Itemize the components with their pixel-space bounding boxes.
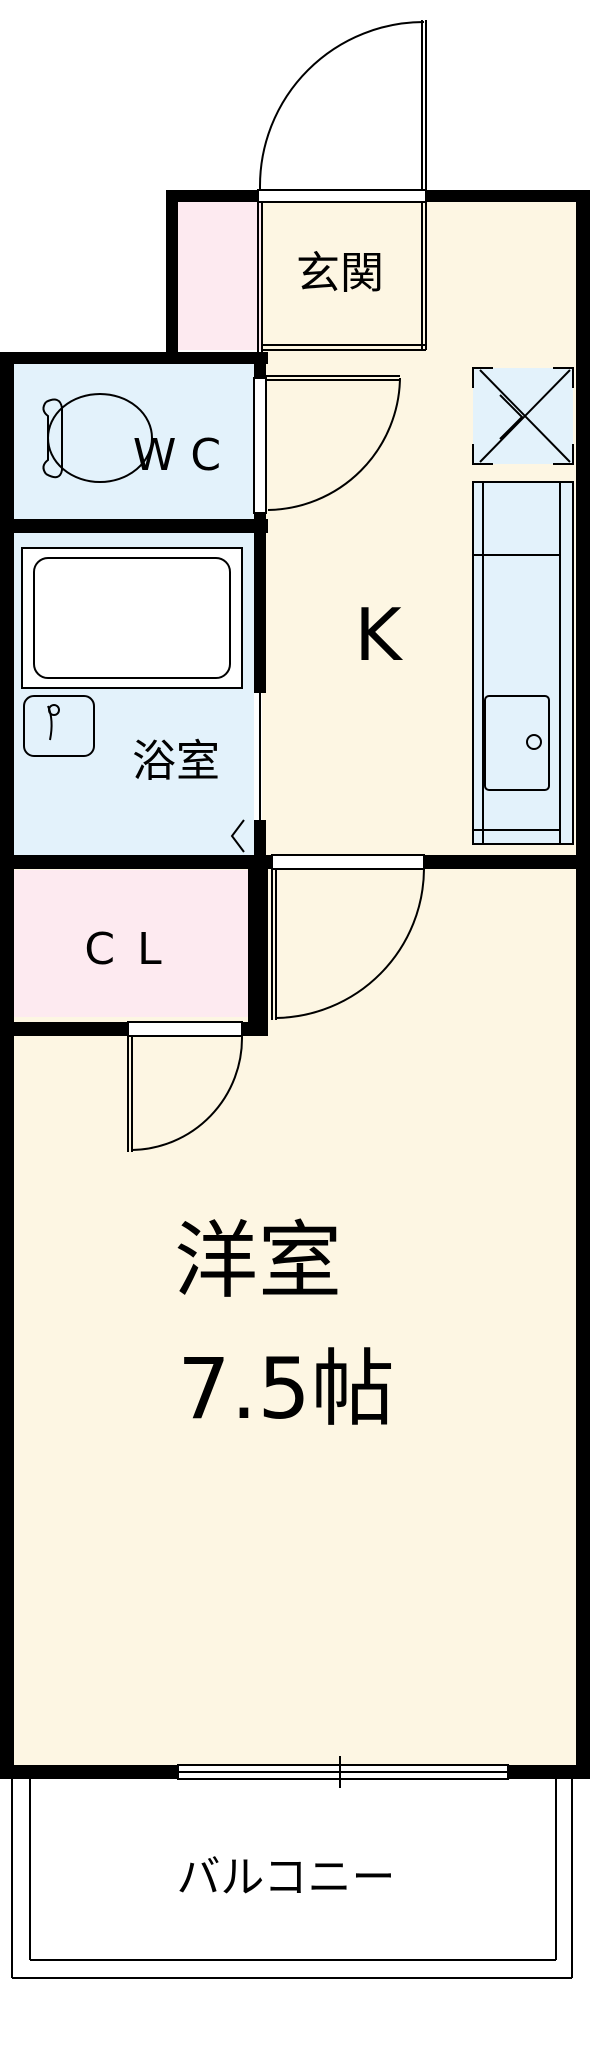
entrance <box>257 20 427 352</box>
closet-door <box>127 1021 244 1152</box>
wall-bath-right <box>254 533 266 693</box>
washbasin-icon <box>23 695 95 757</box>
wall-bottom-left <box>0 1765 178 1779</box>
kitchen-counter <box>472 481 574 845</box>
refrigerator-space-icon <box>472 367 574 465</box>
bath <box>21 547 261 853</box>
wall-closet-bottom <box>0 1022 128 1036</box>
wall-mid <box>0 855 272 869</box>
wall-bottom-right <box>508 1765 590 1779</box>
label-balcony: バルコニー <box>176 1852 395 1903</box>
walls <box>0 190 590 1779</box>
wc <box>42 375 401 514</box>
toilet-icon <box>42 393 153 483</box>
room-door-swing <box>275 868 425 1019</box>
label-western-room: 洋室 <box>174 1212 342 1310</box>
wall-mid-right <box>422 855 580 869</box>
bathtub-icon <box>21 547 243 689</box>
label-bath: 浴室 <box>132 736 220 787</box>
wall-closet-right <box>248 860 268 1035</box>
entrance-door-frame <box>257 189 427 203</box>
kitchen-sink-icon <box>484 695 550 791</box>
label-wc: WC <box>133 430 235 481</box>
wall-closet-bottom-right <box>242 1022 268 1036</box>
wall-bath-right-lower <box>254 820 266 862</box>
closet-door-swing <box>131 1035 244 1151</box>
entrance-door-swing <box>259 21 425 187</box>
closet-floor <box>12 870 254 1017</box>
wall-entrance-left <box>166 190 178 360</box>
label-western-room-size: 7.5帖 <box>177 1340 395 1438</box>
wc-door-swing <box>267 377 401 511</box>
floors <box>12 200 580 1770</box>
label-kitchen: K <box>354 593 403 677</box>
kitchen <box>472 367 574 845</box>
entrance-floor <box>178 200 262 350</box>
wall-wc-top <box>0 352 268 364</box>
wall-wc-bath <box>0 519 268 533</box>
wc-floor <box>12 363 254 520</box>
label-closet: CL <box>84 924 183 975</box>
labels: 玄関 WC K 浴室 CL 洋室 7.5帖 バルコニー <box>84 248 403 1903</box>
label-genkan: 玄関 <box>296 248 384 299</box>
balcony <box>11 1756 573 1979</box>
wall-right <box>576 190 590 1777</box>
wall-left <box>0 352 14 1777</box>
room-door <box>271 854 425 1020</box>
